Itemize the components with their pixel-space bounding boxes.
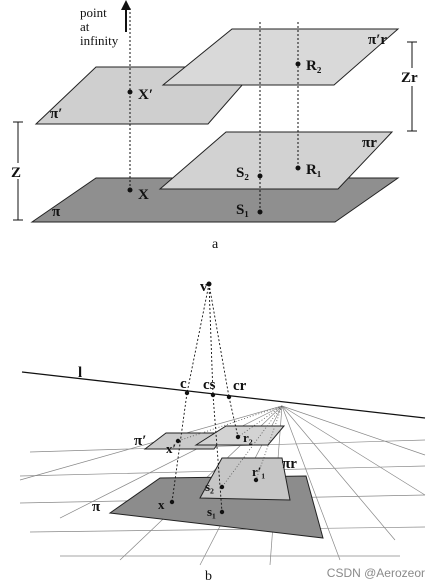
rays-to-vanishing <box>177 405 283 488</box>
label-Z: Z <box>11 165 21 181</box>
label-R1: R₁ <box>306 162 321 178</box>
point-s1 <box>219 509 225 515</box>
label-x: x <box>158 497 165 512</box>
point-s2 <box>219 484 225 490</box>
point-c-s <box>210 392 216 398</box>
point-S2 <box>257 173 263 179</box>
point-v <box>206 281 212 287</box>
z-label-bg <box>10 163 26 179</box>
plane-pi-r-image <box>199 457 291 501</box>
horizon-line-l <box>21 371 426 419</box>
label-X: X <box>138 187 149 203</box>
watermark: CSDN @Aerozeor <box>326 566 425 580</box>
label-x-prime: x′ <box>166 441 176 456</box>
label-X-prime: X′ <box>138 87 153 103</box>
point-X-prime <box>127 89 133 95</box>
label-r1: r′₁ <box>252 464 265 479</box>
label-pi-r-prime: π′r <box>368 32 387 48</box>
label-pi-prime: π′ <box>50 106 62 122</box>
point-X <box>127 187 133 193</box>
point-r2 <box>235 434 241 440</box>
caption-a: a <box>212 237 219 252</box>
label-pi-image: π <box>92 499 101 515</box>
point-r1 <box>253 477 259 483</box>
point-x-prime <box>175 438 181 444</box>
label-S2: S₂ <box>236 165 249 181</box>
caption-b: b <box>205 569 212 584</box>
plane-pi-r <box>158 131 394 190</box>
label-S1: S₁ <box>236 202 249 218</box>
label-R2: R₂ <box>306 58 322 74</box>
panel-a: point at infinity X′ X π′ π π′r πr R₂ R₁… <box>10 0 426 252</box>
label-c-s: cs <box>203 377 216 393</box>
zr-label-bg <box>400 68 426 86</box>
label-pi-r: πr <box>362 135 377 151</box>
label-s2: s₂ <box>205 479 214 494</box>
note-line-2: at <box>80 19 90 34</box>
plane-pi-r-prime <box>161 28 400 86</box>
note-line-3: infinity <box>80 33 119 48</box>
label-s1: s₁ <box>207 504 216 519</box>
rays-from-v <box>171 283 239 513</box>
label-v: v <box>200 279 208 295</box>
label-pi: π <box>52 204 61 220</box>
label-c: c <box>180 376 187 392</box>
point-x <box>169 499 175 505</box>
label-l: l <box>78 365 82 381</box>
note-line-1: point <box>80 5 107 20</box>
label-pi-r-image: πr <box>282 456 297 472</box>
point-R2 <box>295 61 301 67</box>
point-c <box>184 390 190 396</box>
point-c-r <box>226 394 232 400</box>
label-Zr: Zr <box>401 70 418 86</box>
label-c-r: cr <box>233 378 247 394</box>
point-S1 <box>257 209 263 215</box>
point-R1 <box>295 165 301 171</box>
label-r2: r₂ <box>243 430 253 445</box>
label-pi-prime-image: π′ <box>134 433 146 449</box>
panel-b: v l c cs cr π′ x′ r₂ πr s₂ r′₁ π x s₁ b <box>19 279 426 584</box>
infinity-arrowhead <box>121 0 131 10</box>
